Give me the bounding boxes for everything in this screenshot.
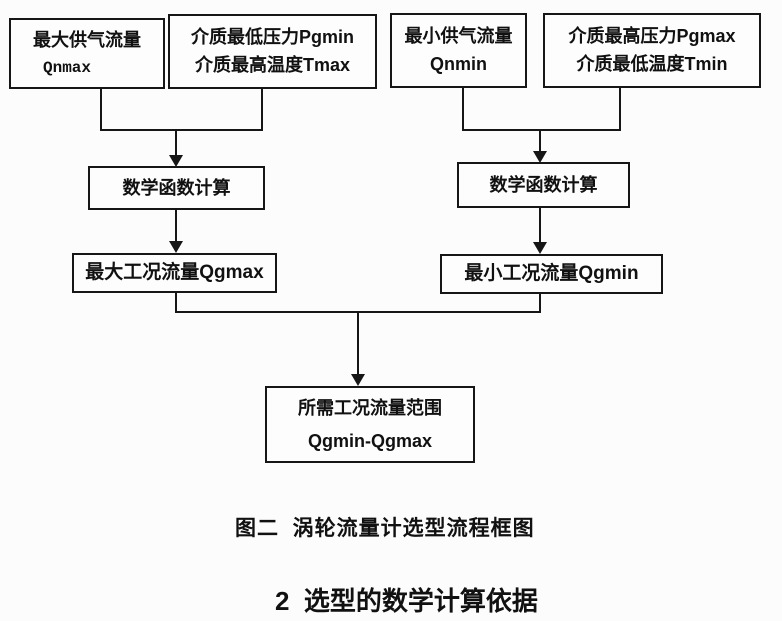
connector-line [175, 210, 177, 242]
connector-line [539, 208, 541, 243]
flow-box-qgmax: 最大工况流量Qgmax [72, 253, 277, 293]
figure-caption: 图二 涡轮流量计选型流程框图 [235, 517, 535, 540]
flow-box-required-flow-range: 所需工况流量范围 Qgmin-Qgmax [265, 386, 475, 463]
connector-line [619, 88, 621, 131]
box-line1: 最小供气流量 [404, 25, 513, 46]
flow-box-max-pressure-min-temp: 介质最高压力Pgmax 介质最低温度Tmin [543, 13, 761, 88]
connector-line [175, 131, 177, 156]
section-heading: 2 选型的数学计算依据 [275, 586, 538, 616]
connector-line [100, 129, 263, 131]
flow-box-min-pressure-max-temp: 介质最低压力Pgmin 介质最高温度Tmax [168, 14, 377, 89]
arrowhead-down-icon [169, 241, 183, 253]
flow-box-math-calc-left: 数学函数计算 [88, 166, 265, 210]
connector-line [100, 89, 102, 131]
box-line2: Qgmin-Qgmax [307, 430, 432, 451]
box-line1: 所需工况流量范围 [298, 398, 442, 419]
connector-line [539, 131, 541, 152]
arrowhead-down-icon [533, 242, 547, 254]
box-line1: 介质最低压力Pgmin [190, 26, 354, 47]
connector-line [539, 294, 541, 313]
box-line1: 数学函数计算 [489, 174, 598, 195]
flow-box-max-supply-flow: 最大供气流量 Qnmax [9, 18, 165, 89]
box-line2: 介质最高温度Tmax [194, 54, 351, 75]
arrowhead-down-icon [351, 374, 365, 386]
connector-line [462, 88, 464, 131]
flow-box-qgmin: 最小工况流量Qgmin [440, 254, 663, 294]
box-line1: 最大供气流量 [33, 29, 141, 50]
connector-line [175, 311, 541, 313]
box-line1: 介质最高压力Pgmax [568, 25, 736, 46]
box-line2: 介质最低温度Tmin [576, 53, 728, 74]
box-line2: Qnmin [430, 53, 487, 74]
flow-box-min-supply-flow: 最小供气流量 Qnmin [390, 13, 527, 88]
flow-box-math-calc-right: 数学函数计算 [457, 162, 630, 208]
connector-line [462, 129, 621, 131]
connector-line [261, 89, 263, 131]
box-line1: 最小工况流量Qgmin [464, 263, 639, 285]
arrowhead-down-icon [533, 151, 547, 163]
connector-line [175, 293, 177, 313]
box-line1: 数学函数计算 [122, 177, 231, 198]
box-line2: Qnmax [43, 58, 92, 77]
arrowhead-down-icon [169, 155, 183, 167]
connector-line [357, 313, 359, 375]
box-line1: 最大工况流量Qgmax [85, 262, 264, 284]
